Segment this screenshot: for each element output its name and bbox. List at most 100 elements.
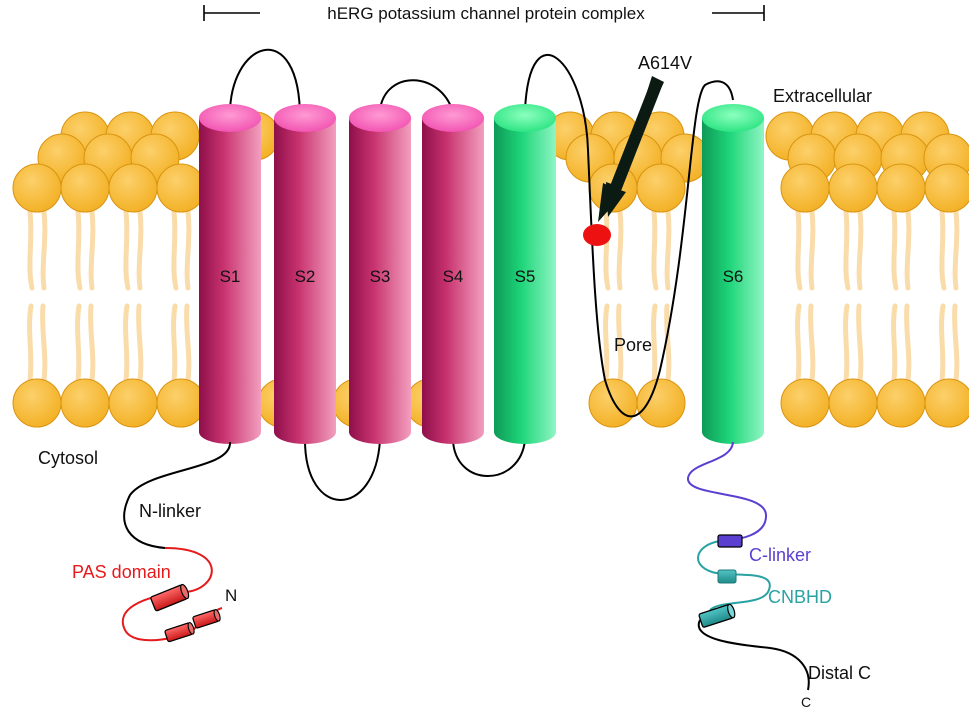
cnbhd-helix-2 <box>698 603 736 628</box>
pore-loop <box>524 54 734 418</box>
pas-helix-1 <box>150 583 190 612</box>
lipid-head <box>60 163 110 213</box>
lipid-tail <box>27 303 34 383</box>
lipid-tail <box>891 209 899 291</box>
lipid-head <box>12 163 62 213</box>
pas-helix-2 <box>164 622 195 643</box>
distal-c-line <box>697 619 810 691</box>
n-linker-label: N-linker <box>139 501 201 521</box>
lipid-tail <box>40 209 48 291</box>
mutation-site-dot <box>583 224 611 246</box>
lipid-tail <box>88 209 96 291</box>
lipid-tail <box>616 209 624 291</box>
lipid-tail <box>664 209 672 291</box>
lipid-tail <box>808 303 816 383</box>
cytosol-label: Cytosol <box>38 448 98 468</box>
pas-helix-3 <box>192 609 221 629</box>
lipid-head <box>108 378 158 428</box>
distal-c-label: Distal C <box>808 663 871 683</box>
lipid-tail <box>123 209 131 291</box>
lipid-tail <box>171 303 178 383</box>
lipid-head <box>780 378 830 428</box>
lipid-head <box>156 378 206 428</box>
helix-s4: S4 <box>422 104 484 444</box>
lipid-head <box>924 378 969 428</box>
lipid-head <box>108 163 158 213</box>
lipid-tail <box>603 209 611 291</box>
lipid-tail <box>664 303 672 383</box>
lipid-tail <box>904 303 912 383</box>
lipid-tail <box>75 209 83 291</box>
lipid-tail <box>904 209 912 291</box>
lipid-tail <box>40 303 48 383</box>
mutation-label: A614V <box>638 53 692 73</box>
lipid-heads-inner <box>12 378 969 428</box>
lipid-head <box>828 163 878 213</box>
mutation-marker: A614V <box>583 53 692 246</box>
pas-domain-label: PAS domain <box>72 562 171 582</box>
c-terminus-label: C <box>801 694 811 710</box>
cnbhd-label: CNBHD <box>768 587 832 607</box>
lipid-tail <box>808 209 816 291</box>
lipid-head <box>156 163 206 213</box>
loop-s4-s5 <box>452 439 526 477</box>
cnbhd-line <box>697 540 771 611</box>
lipid-tail <box>651 209 659 291</box>
lipid-tail <box>856 209 864 291</box>
lipid-tail <box>939 209 947 291</box>
lipid-head <box>636 163 686 213</box>
lipid-tail <box>136 303 144 383</box>
c-linker-label: C-linker <box>749 545 811 565</box>
lipid-tail <box>891 303 898 383</box>
n-linker-line <box>123 441 232 549</box>
lipid-head <box>876 163 926 213</box>
diagram-title: hERG potassium channel protein complex <box>327 4 645 23</box>
lipid-tail <box>123 303 130 383</box>
lipid-tail <box>88 303 96 383</box>
helix-s5: S5 <box>494 104 556 444</box>
pore-label: Pore <box>614 335 652 355</box>
lipid-tail <box>184 303 192 383</box>
n-terminal-tail: N-linker PAS domain N <box>72 441 237 643</box>
helix-label-s4: S4 <box>443 267 464 286</box>
lipid-tail <box>616 303 624 383</box>
lipid-tail <box>939 303 946 383</box>
lipid-tail <box>843 209 851 291</box>
helix-s6: S6 <box>702 104 764 444</box>
lipid-head <box>828 378 878 428</box>
helix-label-s3: S3 <box>370 267 391 286</box>
title-bracket <box>203 5 765 21</box>
lipid-tail <box>795 303 802 383</box>
lipid-tail <box>27 209 35 291</box>
loop-s1-s2 <box>228 48 301 119</box>
lipid-head <box>636 378 686 428</box>
helix-label-s1: S1 <box>220 267 241 286</box>
lipid-bilayer <box>12 111 969 428</box>
lipid-tail <box>843 303 850 383</box>
extracellular-label: Extracellular <box>773 86 872 106</box>
lipid-head <box>12 378 62 428</box>
lipid-tail <box>795 209 803 291</box>
lipid-tail <box>952 303 960 383</box>
lipid-head <box>780 163 830 213</box>
lipid-head <box>924 163 969 213</box>
lipid-head <box>588 378 638 428</box>
helix-s1: S1 <box>199 104 261 444</box>
helix-label-s5: S5 <box>515 267 536 286</box>
lipid-tail <box>651 303 658 383</box>
helix-s3: S3 <box>349 104 411 444</box>
extracellular-loops <box>228 48 734 418</box>
lipid-tail <box>171 209 179 291</box>
lipid-tail <box>856 303 864 383</box>
lipid-tail <box>603 303 610 383</box>
helix-s2: S2 <box>274 104 336 444</box>
lipid-tail <box>952 209 960 291</box>
lipid-tail <box>136 209 144 291</box>
cnbhd-helix <box>717 569 737 584</box>
lipid-tail <box>184 209 192 291</box>
c-linker-line <box>686 441 768 542</box>
helix-label-s6: S6 <box>723 267 744 286</box>
intracellular-loops <box>304 439 526 501</box>
loop-s2-s3 <box>304 439 381 501</box>
